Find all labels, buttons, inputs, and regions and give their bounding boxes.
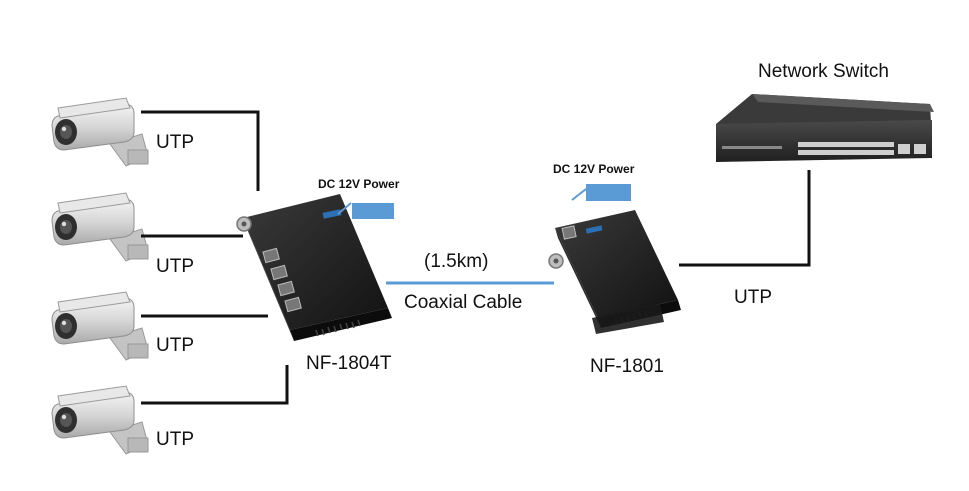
- bullet-camera-icon: [51, 291, 149, 361]
- utp-label-cam1: UTP: [156, 132, 194, 153]
- utp-label-switch: UTP: [734, 287, 772, 308]
- ethernet-extender-icon: [548, 210, 681, 334]
- network-switch-icon: [716, 94, 934, 162]
- cable-label: Coaxial Cable: [404, 292, 522, 313]
- power-plug-icon: [337, 202, 394, 219]
- distance-label: (1.5km): [424, 251, 488, 272]
- utp-wires: [141, 110, 289, 405]
- utp-label-cam3: UTP: [156, 335, 194, 356]
- receiver-model-label: NF-1801: [590, 356, 664, 377]
- power-label-receiver: DC 12V Power: [553, 162, 635, 176]
- transmitter-model-label: NF-1804T: [306, 353, 392, 374]
- utp-wire-switch: [679, 170, 811, 267]
- bullet-camera-icon: [51, 97, 149, 167]
- utp-label-cam4: UTP: [156, 429, 194, 450]
- power-plug-icon: [571, 184, 631, 201]
- switch-label: Network Switch: [758, 61, 889, 82]
- bullet-camera-icon: [51, 385, 149, 455]
- bullet-camera-icon: [51, 192, 149, 262]
- utp-label-cam2: UTP: [156, 256, 194, 277]
- ethernet-extender-icon: [236, 194, 392, 341]
- power-label-transmitter: DC 12V Power: [318, 177, 400, 191]
